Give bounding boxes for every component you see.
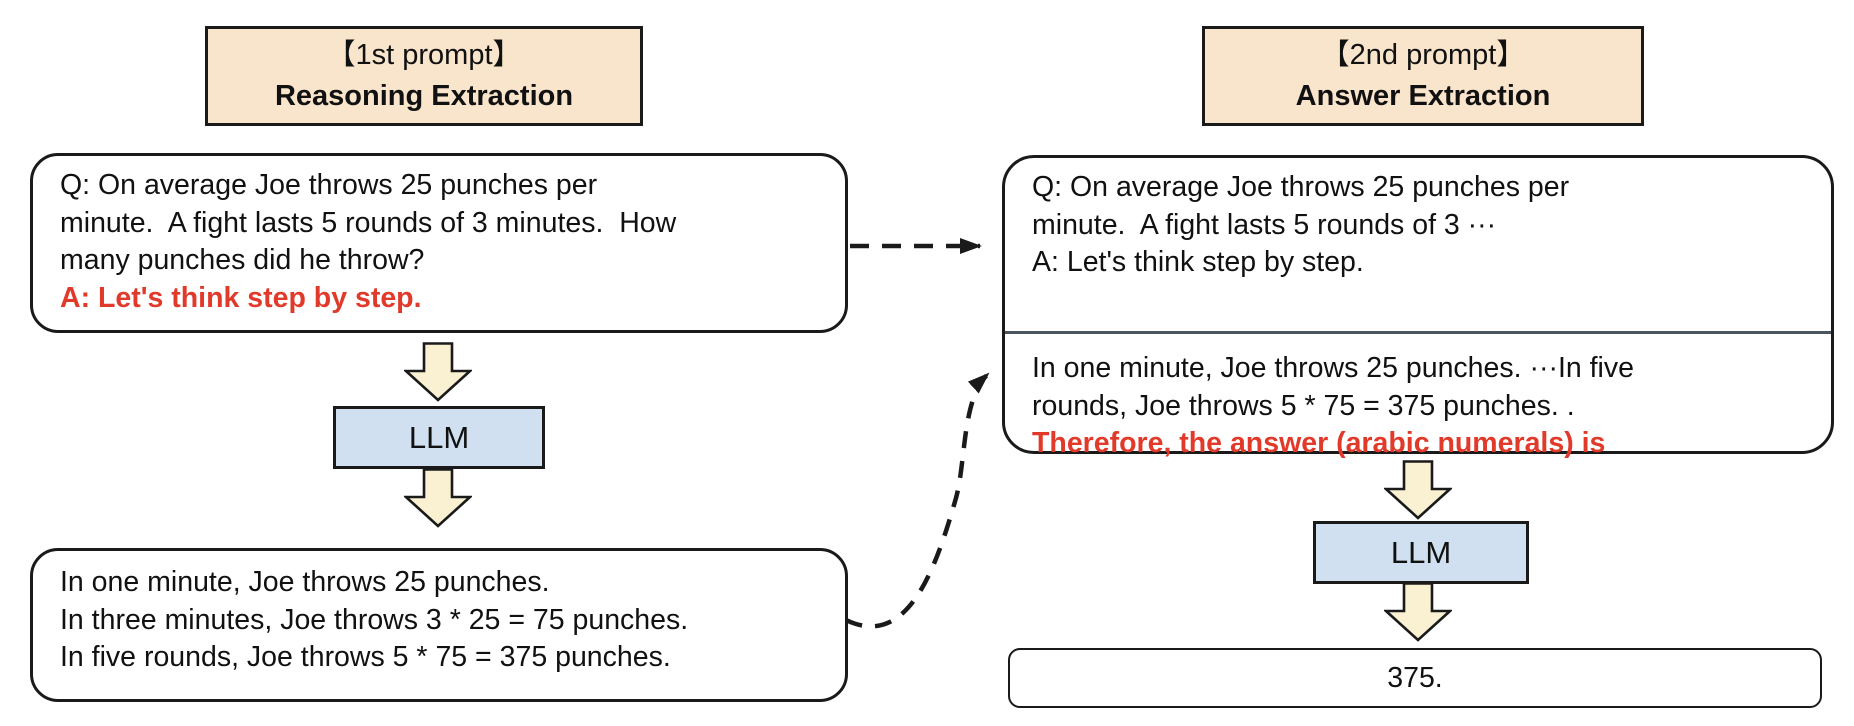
- reasoning-output-box: In one minute, Joe throws 25 punches. In…: [30, 548, 848, 702]
- llm-label: LLM: [1390, 534, 1452, 570]
- down-arrow-icon: [1382, 460, 1454, 525]
- down-arrow-icon: [402, 468, 474, 533]
- second-prompt-header: 【2nd prompt】 Answer Extraction: [1202, 26, 1644, 126]
- first-prompt-title: 【1st prompt】: [326, 39, 522, 71]
- question-line: Q: On average Joe throws 25 punches per: [60, 169, 598, 201]
- trigger-sentence: A: Let's think step by step.: [60, 281, 422, 314]
- reasoning-line: In one minute, Joe throws 25 punches.: [60, 566, 550, 598]
- question-line: Q: On average Joe throws 25 punches per: [1032, 171, 1570, 203]
- question-line: minute. A fight lasts 5 rounds of 3 minu…: [60, 206, 677, 239]
- dashed-arrow-reasoning-to-second-prompt: [845, 372, 990, 629]
- reasoning-line: In five rounds, Joe throws 5 * 75 = 375 …: [60, 641, 671, 673]
- final-answer-text: 375.: [1387, 661, 1443, 694]
- section-divider: [1005, 331, 1831, 334]
- question-line: A: Let's think step by step.: [1032, 246, 1364, 278]
- down-arrow-icon: [1382, 582, 1454, 647]
- answer-prompt-reasoning-section: In one minute, Joe throws 25 punches. ··…: [1032, 350, 1815, 463]
- question-line: minute. A fight lasts 5 rounds of 3 ···: [1032, 208, 1497, 241]
- final-answer-box: 375.: [1008, 648, 1822, 708]
- second-prompt-title: 【2nd prompt】: [1320, 39, 1526, 71]
- reasoning-extraction-label: Reasoning Extraction: [274, 80, 574, 112]
- llm-box-left: LLM: [333, 406, 545, 469]
- answer-prompt-question-section: Q: On average Joe throws 25 punches per …: [1032, 169, 1815, 282]
- question-box: Q: On average Joe throws 25 punches per …: [30, 153, 848, 333]
- llm-box-right: LLM: [1313, 521, 1529, 584]
- reasoning-line: rounds, Joe throws 5 * 75 = 375 punches.…: [1032, 389, 1575, 422]
- question-line: many punches did he throw?: [60, 244, 425, 276]
- reasoning-line: In one minute, Joe throws 25 punches. ··…: [1032, 352, 1634, 384]
- answer-trigger-sentence: Therefore, the answer (arabic numerals) …: [1032, 427, 1606, 459]
- first-prompt-header: 【1st prompt】 Reasoning Extraction: [205, 26, 643, 126]
- down-arrow-icon: [402, 342, 474, 407]
- answer-extraction-label: Answer Extraction: [1295, 80, 1551, 112]
- reasoning-line: In three minutes, Joe throws 3 * 25 = 75…: [60, 603, 689, 636]
- answer-prompt-box: Q: On average Joe throws 25 punches per …: [1002, 155, 1834, 459]
- llm-label: LLM: [408, 419, 470, 455]
